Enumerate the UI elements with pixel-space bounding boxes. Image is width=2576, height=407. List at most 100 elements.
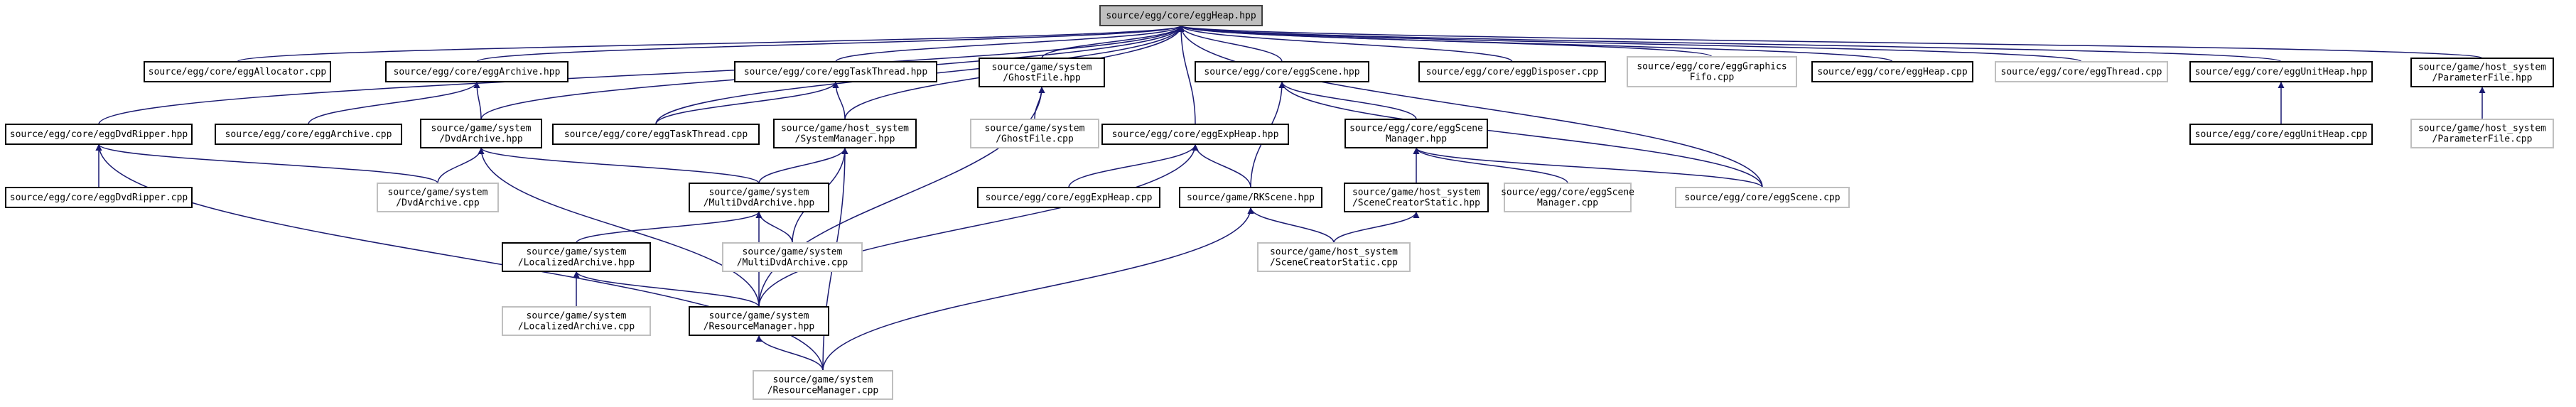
edge-scene-hpp-to-root xyxy=(1177,25,1283,63)
node-archive-cpp[interactable]: source/egg/core/eggArchive.cpp xyxy=(215,124,402,145)
node-ghost-cpp[interactable]: source/game/system/GhostFile.cpp xyxy=(970,119,1099,148)
node-label-scenemgr-hpp-1: Manager.hpp xyxy=(1386,134,1447,145)
node-label-root-0: source/egg/core/eggHeap.hpp xyxy=(1106,11,1256,21)
node-localarch-cpp[interactable]: source/game/system/LocalizedArchive.cpp xyxy=(502,306,651,336)
node-label-multidvd-cpp-0: source/game/system xyxy=(743,247,843,258)
node-unitheap-cpp[interactable]: source/egg/core/eggUnitHeap.cpp xyxy=(2189,124,2373,145)
node-resmgr-cpp[interactable]: source/game/system/ResourceManager.cpp xyxy=(753,370,893,400)
node-dispo-cpp[interactable]: source/egg/core/eggDisposer.cpp xyxy=(1418,61,1606,82)
node-label-thread-cpp-0: source/egg/core/eggThread.cpp xyxy=(2001,67,2162,77)
edge-alloc-cpp-to-root xyxy=(237,25,1184,63)
node-label-localarch-cpp-1: /LocalizedArchive.cpp xyxy=(518,322,635,332)
node-dvdrip-cpp[interactable]: source/egg/core/eggDvdRipper.cpp xyxy=(5,187,193,208)
node-label-taskthr-hpp-0: source/egg/core/eggTaskThread.hpp xyxy=(744,67,927,77)
edge-dvdrip-hpp-to-root xyxy=(98,25,1185,125)
edge-taskthr-hpp-to-root xyxy=(835,25,1185,63)
node-box-unitheap-cpp xyxy=(2189,124,2373,145)
node-label-multidvd-cpp-1: /MultiDvdArchive.cpp xyxy=(737,258,848,268)
node-box-localarch-hpp xyxy=(502,242,651,272)
node-label-resmgr-hpp-0: source/game/system xyxy=(709,311,809,322)
edge-scenecs-cpp-to-rkscene-hpp xyxy=(1247,207,1335,244)
node-dvdarch-cpp[interactable]: source/game/system/DvdArchive.cpp xyxy=(377,183,499,212)
node-alloc-cpp[interactable]: source/egg/core/eggAllocator.cpp xyxy=(144,61,331,82)
node-dvdrip-hpp[interactable]: source/egg/core/eggDvdRipper.hpp xyxy=(5,124,193,145)
edge-archive-hpp-to-root xyxy=(476,25,1185,63)
node-scenecs-cpp[interactable]: source/game/host_system/SceneCreatorStat… xyxy=(1257,242,1411,272)
node-label-scenemgr-cpp-0: source/egg/core/eggScene xyxy=(1501,188,1634,198)
node-label-ghost-cpp-0: source/game/system xyxy=(985,124,1085,134)
node-box-rkscene-hpp xyxy=(1179,187,1322,208)
node-archive-hpp[interactable]: source/egg/core/eggArchive.hpp xyxy=(385,61,568,82)
node-dvdarch-hpp[interactable]: source/game/system/DvdArchive.hpp xyxy=(420,119,542,148)
node-box-resmgr-hpp xyxy=(689,306,829,336)
node-label-param-cpp-1: /ParameterFile.cpp xyxy=(2432,134,2533,145)
node-unitheap-hpp[interactable]: source/egg/core/eggUnitHeap.hpp xyxy=(2189,61,2373,82)
node-box-heap-cpp xyxy=(1811,61,1973,82)
edge-resmgr-cpp-to-dvdrip-hpp xyxy=(95,143,824,371)
node-label-archive-cpp-0: source/egg/core/eggArchive.cpp xyxy=(225,129,392,140)
node-label-ghost-hpp-1: /GhostFile.hpp xyxy=(1003,73,1081,84)
node-expheap-cpp[interactable]: source/egg/core/eggExpHeap.cpp xyxy=(977,187,1160,208)
edge-ghost-cpp-to-ghost-hpp xyxy=(1034,86,1045,120)
node-label-resmgr-cpp-0: source/game/system xyxy=(773,375,873,386)
node-label-param-hpp-0: source/game/host_system xyxy=(2418,63,2546,73)
node-label-dvdarch-hpp-1: /DvdArchive.hpp xyxy=(439,134,523,145)
node-box-localarch-cpp xyxy=(502,306,651,336)
node-label-dvdarch-cpp-1: /DvdArchive.cpp xyxy=(396,198,480,209)
edge-taskthr-cpp-to-taskthr-hpp xyxy=(655,81,839,125)
node-label-ghost-cpp-1: /GhostFile.cpp xyxy=(996,134,1074,145)
node-param-cpp[interactable]: source/game/host_system/ParameterFile.cp… xyxy=(2410,119,2554,148)
node-label-scenecs-hpp-1: /SceneCreatorStatic.hpp xyxy=(1352,198,1480,209)
node-label-gfx-cpp-1: Fifo.cpp xyxy=(1690,72,1735,83)
node-rkscene-hpp[interactable]: source/game/RKScene.hpp xyxy=(1179,187,1322,208)
node-label-scene-cpp-0: source/egg/core/eggScene.cpp xyxy=(1684,192,1840,203)
node-multidvd-cpp[interactable]: source/game/system/MultiDvdArchive.cpp xyxy=(722,242,863,272)
node-multidvd-hpp[interactable]: source/game/system/MultiDvdArchive.hpp xyxy=(689,183,829,212)
node-param-hpp[interactable]: source/game/host_system/ParameterFile.hp… xyxy=(2410,58,2554,87)
node-localarch-hpp[interactable]: source/game/system/LocalizedArchive.hpp xyxy=(502,242,651,272)
edge-resmgr-hpp-to-expheap-hpp xyxy=(758,143,1199,308)
node-label-taskthr-cpp-0: source/egg/core/eggTaskThread.cpp xyxy=(564,129,748,140)
node-label-expheap-cpp-0: source/egg/core/eggExpHeap.cpp xyxy=(986,192,1153,203)
node-label-gfx-cpp-0: source/egg/core/eggGraphics xyxy=(1637,62,1787,72)
edge-localarch-hpp-to-multidvd-hpp xyxy=(576,211,762,244)
edge-scenecs-cpp-to-scenecs-hpp xyxy=(1333,211,1420,244)
edge-resmgr-hpp-to-localarch-hpp xyxy=(573,271,760,308)
node-label-scenecs-cpp-0: source/game/host_system xyxy=(1270,247,1398,258)
node-taskthr-hpp[interactable]: source/egg/core/eggTaskThread.hpp xyxy=(734,61,937,82)
node-box-archive-hpp xyxy=(385,61,568,82)
edge-resmgr-cpp-to-resmgr-hpp xyxy=(755,335,824,371)
edge-unitheap-hpp-to-root xyxy=(1178,25,2282,63)
node-box-scenecs-hpp xyxy=(1344,183,1489,212)
edge-multidvd-cpp-to-multidvd-hpp xyxy=(755,211,793,244)
edge-scenemgr-hpp-to-scene-hpp xyxy=(1278,81,1417,120)
node-label-dispo-cpp-0: source/egg/core/eggDisposer.cpp xyxy=(1426,67,1599,77)
edge-rkscene-hpp-to-expheap-hpp xyxy=(1192,143,1251,188)
edge-expheap-hpp-to-root xyxy=(1177,25,1196,125)
node-sysmgr-hpp[interactable]: source/game/host_system/SystemManager.hp… xyxy=(773,119,917,148)
node-box-dvdrip-cpp xyxy=(5,187,193,208)
node-label-param-hpp-1: /ParameterFile.hpp xyxy=(2432,73,2533,84)
node-thread-cpp[interactable]: source/egg/core/eggThread.cpp xyxy=(1995,61,2168,82)
node-box-dispo-cpp xyxy=(1418,61,1606,82)
node-expheap-hpp[interactable]: source/egg/core/eggExpHeap.hpp xyxy=(1101,124,1289,145)
node-box-scene-cpp xyxy=(1675,187,1850,208)
edge-thread-cpp-to-root xyxy=(1178,25,2082,63)
node-scene-hpp[interactable]: source/egg/core/eggScene.hpp xyxy=(1195,61,1369,82)
node-ghost-hpp[interactable]: source/game/system/GhostFile.hpp xyxy=(979,58,1105,87)
node-label-expheap-hpp-0: source/egg/core/eggExpHeap.hpp xyxy=(1112,129,1279,140)
node-scenecs-hpp[interactable]: source/game/host_system/SceneCreatorStat… xyxy=(1344,183,1489,212)
node-box-alloc-cpp xyxy=(144,61,331,82)
node-resmgr-hpp[interactable]: source/game/system/ResourceManager.hpp xyxy=(689,306,829,336)
node-taskthr-cpp[interactable]: source/egg/core/eggTaskThread.cpp xyxy=(552,124,760,145)
node-scene-cpp[interactable]: source/egg/core/eggScene.cpp xyxy=(1675,187,1850,208)
node-label-unitheap-hpp-0: source/egg/core/eggUnitHeap.hpp xyxy=(2195,67,2368,77)
node-heap-cpp[interactable]: source/egg/core/eggHeap.cpp xyxy=(1811,61,1973,82)
node-box-param-cpp xyxy=(2410,119,2554,148)
edge-dvdarch-cpp-to-dvdarch-hpp xyxy=(437,147,485,184)
nodes-layer: source/egg/core/eggHeap.hpp source/egg/co… xyxy=(5,5,2554,400)
edge-dvdarch-hpp-to-archive-hpp xyxy=(473,81,482,120)
